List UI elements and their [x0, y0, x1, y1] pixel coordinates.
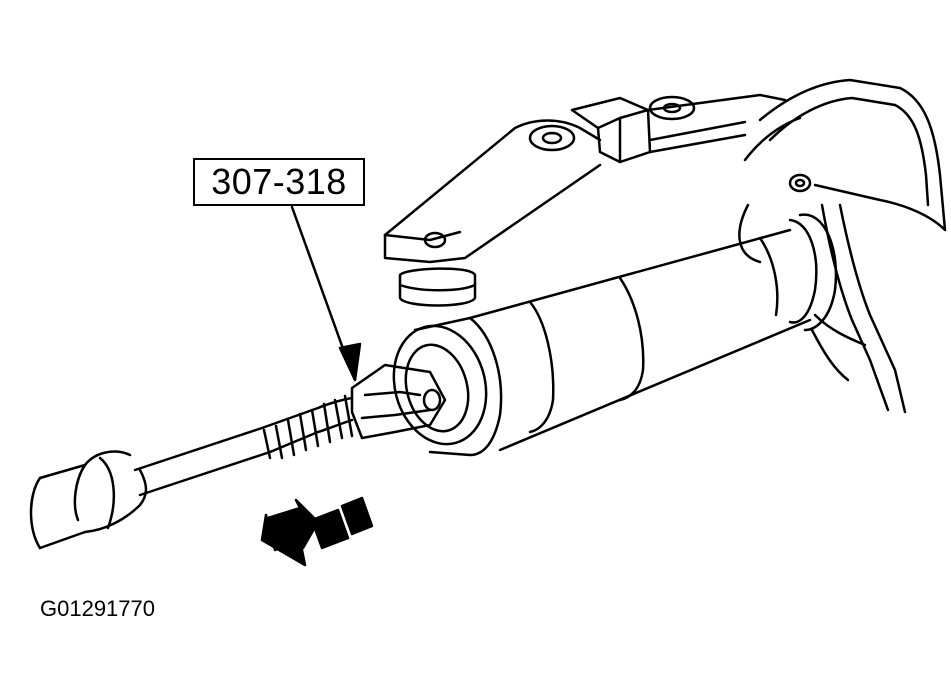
tool-number-label: 307-318 — [211, 161, 347, 202]
holding-fixture — [385, 95, 785, 306]
figure-id: G01291770 — [40, 596, 155, 621]
tool-number-callout: 307-318 — [193, 158, 365, 206]
pull-direction-arrow — [262, 498, 372, 565]
transmission-case — [739, 80, 945, 412]
installer-sleeve — [381, 215, 836, 455]
slide-hammer — [31, 365, 445, 548]
callout-leader — [292, 207, 360, 380]
